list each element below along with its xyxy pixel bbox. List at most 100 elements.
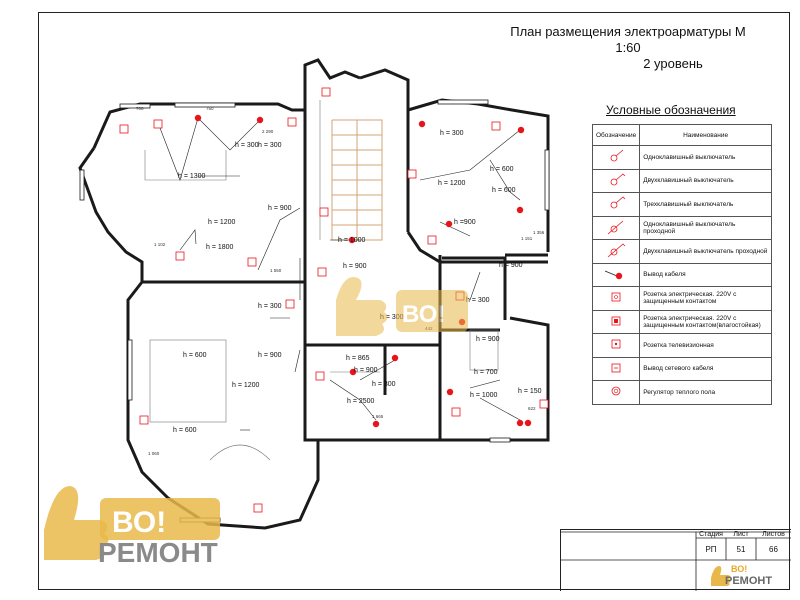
height-label: h = 1000 (338, 237, 366, 244)
dim-label: 1 550 (270, 268, 282, 273)
height-label: h = 2500 (347, 398, 375, 405)
stairs (331, 119, 383, 241)
legend-name: Розетка электрическая. 220V с защищенным… (639, 309, 772, 334)
title-line-1: План размещения электроарматуры М 1:60 (510, 24, 746, 55)
title-line-2: 2 уровень (643, 56, 703, 71)
cable-outlet-icon (604, 270, 623, 279)
brand-logo-icon (711, 566, 731, 586)
legend-row: Одноклавишный выключатель (591, 145, 772, 170)
legend-name: Двухклавишный выключатель (639, 168, 772, 193)
legend-name: Трехклавишный выключатель (639, 192, 772, 217)
height-label: h = 900 (258, 352, 282, 359)
height-label: h = 900 (499, 262, 523, 269)
sheet-value: 51 (736, 545, 746, 554)
height-label: h = 600 (492, 187, 516, 194)
drawing-frame (38, 12, 790, 590)
legend-row: Двухклавишный выключатель проходной (591, 239, 772, 264)
height-label: h = 900 (343, 263, 367, 270)
tv-socket-icon (611, 339, 621, 349)
legend-title: Условные обозначения (606, 103, 736, 117)
legend-row: Розетка телевизионная (591, 333, 772, 358)
brand-watermark: ВО! РЕМОНТ (44, 486, 220, 568)
legend-col-symbol: Обозначение (591, 124, 641, 146)
height-label: h = 700 (474, 369, 498, 376)
dim-label: 1 102 (154, 242, 166, 247)
double-pass-switch-icon (607, 243, 626, 258)
height-label: h = 1800 (206, 244, 234, 251)
dim-label: 1 356 (533, 230, 545, 235)
dim-label: 2 290 (262, 129, 274, 134)
height-label: h = 600 (490, 166, 514, 173)
legend-row: Трехклавишный выключатель (591, 192, 772, 217)
walls (78, 58, 550, 530)
height-label: h = 1300 (178, 173, 206, 180)
legend-name: Розетка телевизионная (639, 333, 772, 358)
watermark-text: ВО! (402, 301, 445, 328)
inner-lines (144, 100, 499, 461)
stage-value: РП (705, 545, 717, 554)
legend-name: Одноклавишный выключатель проходной (639, 215, 772, 240)
sheets-value: 66 (769, 545, 778, 554)
height-label: h = 150 (518, 388, 542, 395)
legend-table: Обозначение Наименование Одноклавишный в… (591, 124, 772, 405)
height-label: h = 300 (258, 142, 282, 149)
dim-label: 750 (206, 106, 214, 111)
single-switch-icon (610, 149, 624, 162)
stamp-brand-word: РЕМОНТ (725, 575, 773, 587)
height-label: h = 1200 (438, 180, 466, 187)
watermark-brand-word: РЕМОНТ (98, 537, 218, 568)
sheets-label: Листов (762, 531, 785, 538)
legend-name: Вывод сетевого кабеля (639, 356, 772, 381)
height-label: h = 600 (183, 352, 207, 359)
height-label: h = 300 (258, 303, 282, 310)
legend-row: Розетка электрическая. 220V с защищенным… (591, 309, 772, 334)
wiring (159, 117, 521, 431)
height-label: h = 300 (372, 381, 396, 388)
double-switch-icon (610, 173, 626, 186)
dim-label: 622 (528, 406, 536, 411)
height-label: h = 300 (235, 142, 259, 149)
socket-icon (611, 292, 621, 302)
legend-name: Одноклавишный выключатель (639, 145, 772, 170)
legend-row: Регулятор теплого пола (591, 380, 772, 405)
height-label: h = 300 (380, 314, 404, 321)
floor-heating-regulator-icon (611, 386, 621, 396)
height-label: h =900 (454, 219, 476, 226)
network-outlet-icon (611, 363, 621, 373)
title-block-grid (561, 531, 791, 591)
stamp-brand-short: ВО! (731, 564, 748, 574)
legend-name: Двухклавишный выключатель проходной (639, 239, 772, 264)
legend-row: Двухклавишный выключатель (591, 168, 772, 193)
height-label: h = 865 (346, 355, 370, 362)
height-label: h = 1200 (232, 382, 260, 389)
legend-row: Розетка электрическая. 220V с защищенным… (591, 286, 772, 311)
stage-label: Стадия (699, 531, 723, 538)
socket-moisture-icon (611, 316, 621, 326)
legend-row: Вывод кабеля (591, 262, 772, 287)
sheet-label: Лист (733, 531, 749, 538)
height-label: h = 900 (268, 205, 292, 212)
title-block: Стадия Лист Листов РП 51 66 ВО! РЕМОНТ (560, 529, 791, 591)
legend-name: Вывод кабеля (639, 262, 772, 287)
height-label: h = 1000 (470, 392, 498, 399)
legend-col-name: Наименование (639, 124, 772, 146)
stamp-logo: ВО! РЕМОНТ (709, 564, 789, 588)
single-pass-switch-icon (607, 220, 624, 235)
height-label: h = 300 (440, 130, 464, 137)
legend-name: Регулятор теплого пола (639, 380, 772, 405)
height-label: h = 900 (354, 367, 378, 374)
dim-label: 1 665 (372, 414, 384, 419)
center-watermark: ВО! (336, 276, 468, 336)
drawing-title: План размещения электроарматуры М 1:60 2… (498, 24, 758, 72)
legend-row: Одноклавишный выключатель проходной (591, 215, 772, 240)
dim-label: 1 151 (521, 236, 533, 241)
height-label: h = 600 (173, 427, 197, 434)
height-label: h = 300 (466, 297, 490, 304)
triple-switch-icon (610, 196, 626, 209)
height-label: h = 1200 (208, 219, 236, 226)
height-labels: h = 300 h = 300 h = 1300 h = 1200 h = 18… (173, 130, 542, 434)
legend-row: Вывод сетевого кабеля (591, 356, 772, 381)
watermark-brand-short: ВО! (112, 506, 166, 539)
legend-name: Розетка электрическая. 220V с защищенным… (639, 286, 772, 311)
